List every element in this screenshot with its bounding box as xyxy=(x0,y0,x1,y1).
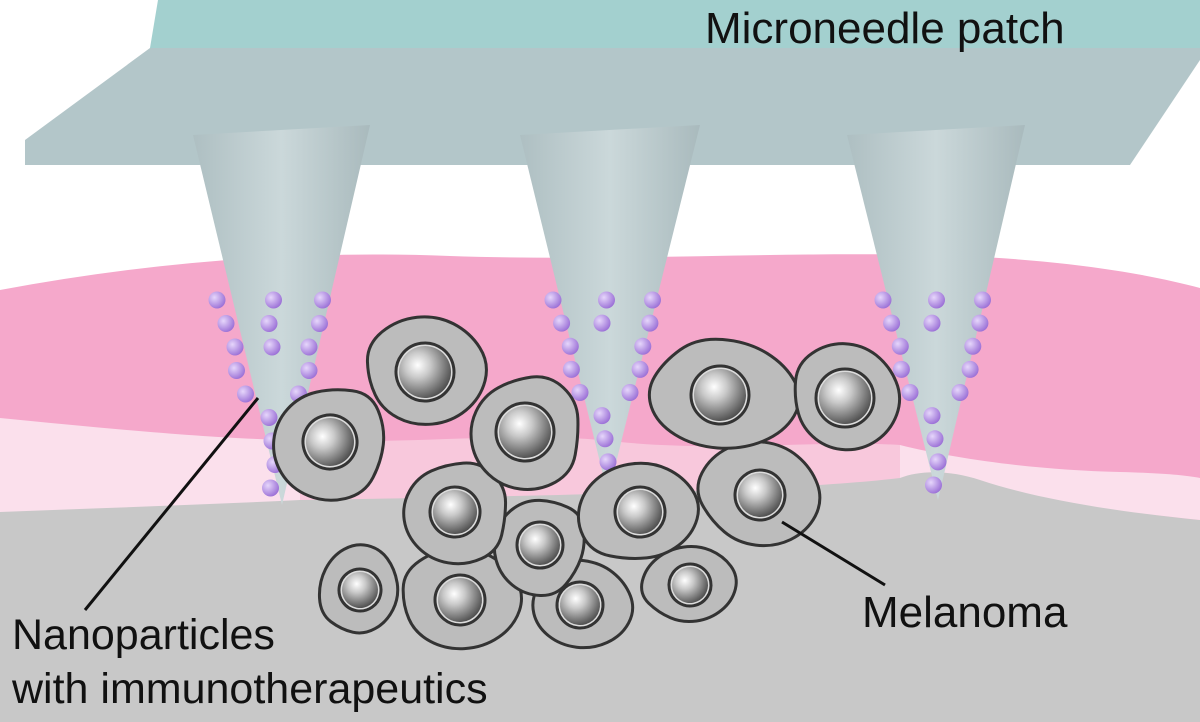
melanoma-cell xyxy=(640,545,738,624)
nanoparticle xyxy=(262,479,279,497)
nanoparticle xyxy=(544,291,562,309)
melanoma-cells xyxy=(272,315,902,651)
cell-nucleus xyxy=(560,585,600,625)
patch-top-face xyxy=(150,0,1200,48)
nanoparticle xyxy=(641,314,659,332)
nanoparticle xyxy=(974,291,991,309)
skin-light-band xyxy=(0,418,300,512)
melanoma-cell xyxy=(492,498,586,598)
melanoma-cell xyxy=(317,543,400,635)
nanoparticle xyxy=(892,360,910,378)
nanoparticle xyxy=(593,314,611,332)
nanoparticle xyxy=(634,337,652,355)
cell-nucleus xyxy=(694,369,746,421)
melanoma-cell xyxy=(402,461,508,566)
nanoparticle xyxy=(923,407,941,425)
nanoparticle xyxy=(951,384,969,401)
nanoparticles xyxy=(208,291,991,497)
microneedle-left xyxy=(193,125,370,505)
cell-nucleus xyxy=(399,346,451,398)
melanoma-cell xyxy=(401,547,524,651)
melanoma-cell xyxy=(647,337,801,450)
nanoparticle xyxy=(300,362,318,379)
nanoparticle xyxy=(593,407,611,425)
nanoparticle xyxy=(561,337,579,355)
cell-nucleus xyxy=(499,406,551,458)
nanoparticle xyxy=(644,291,661,309)
nanoparticle xyxy=(925,476,942,494)
nanoparticle xyxy=(971,314,989,332)
microneedle-right xyxy=(847,125,1025,500)
nanoparticle xyxy=(891,337,909,355)
nanoparticles-label: Nanoparticles with immunotherapeutics xyxy=(12,608,488,716)
nanoparticle xyxy=(237,385,254,403)
melanoma-cell xyxy=(576,461,700,560)
cell-nucleus xyxy=(819,372,871,424)
cell-nucleus xyxy=(306,418,354,466)
nanoparticle xyxy=(300,338,318,356)
melanoma-cell xyxy=(272,388,386,502)
nanoparticle xyxy=(562,360,580,378)
nanoparticle xyxy=(883,314,901,332)
nanoparticle xyxy=(961,360,979,378)
nanoparticle xyxy=(311,315,328,332)
nanoparticle xyxy=(226,338,244,356)
melanoma-cell xyxy=(793,342,902,452)
cell-nucleus xyxy=(520,525,560,565)
nanoparticle xyxy=(874,291,892,309)
nanoparticle xyxy=(260,409,278,426)
melanoma-cell xyxy=(469,375,580,491)
melanoma-cell xyxy=(696,440,822,548)
nanoparticle xyxy=(217,315,235,332)
nanoparticle xyxy=(228,362,245,379)
cell-nucleus xyxy=(618,490,662,534)
cell-nucleus xyxy=(433,490,477,534)
nanoparticle xyxy=(263,338,281,356)
nanoparticles-label-line1: Nanoparticles xyxy=(12,611,275,659)
microneedle-center xyxy=(520,125,700,495)
melanoma-leader-line xyxy=(781,520,886,587)
nanoparticle xyxy=(621,384,639,401)
melanoma-cell xyxy=(365,315,488,426)
nanoparticle xyxy=(928,291,945,309)
nanoparticle xyxy=(571,384,589,401)
nanoparticle xyxy=(208,291,226,309)
nanoparticle xyxy=(553,314,571,332)
nanoparticle xyxy=(901,384,919,401)
skin-light-band-right xyxy=(900,445,1200,520)
nanoparticle xyxy=(598,291,615,309)
nanoparticles-label-line2: with immunotherapeutics xyxy=(12,665,488,713)
nanoparticle xyxy=(314,291,331,309)
cell-nucleus xyxy=(672,567,708,603)
melanoma-label: Melanoma xyxy=(862,588,1068,637)
nanoparticle xyxy=(260,315,278,332)
microneedle-patch-label: Microneedle patch xyxy=(705,4,1065,53)
cell-nucleus xyxy=(342,572,378,608)
nanoparticle xyxy=(926,430,944,448)
nanoparticle xyxy=(596,430,614,448)
nanoparticle xyxy=(599,453,617,471)
nanoparticles-leader-line xyxy=(83,397,260,611)
cell-nucleus xyxy=(438,578,482,622)
nanoparticle xyxy=(265,291,282,309)
nanoparticle xyxy=(964,337,982,355)
cell-nucleus xyxy=(738,473,782,517)
nanoparticle xyxy=(631,360,649,378)
nanoparticle xyxy=(923,314,941,332)
nanoparticle xyxy=(929,453,947,471)
